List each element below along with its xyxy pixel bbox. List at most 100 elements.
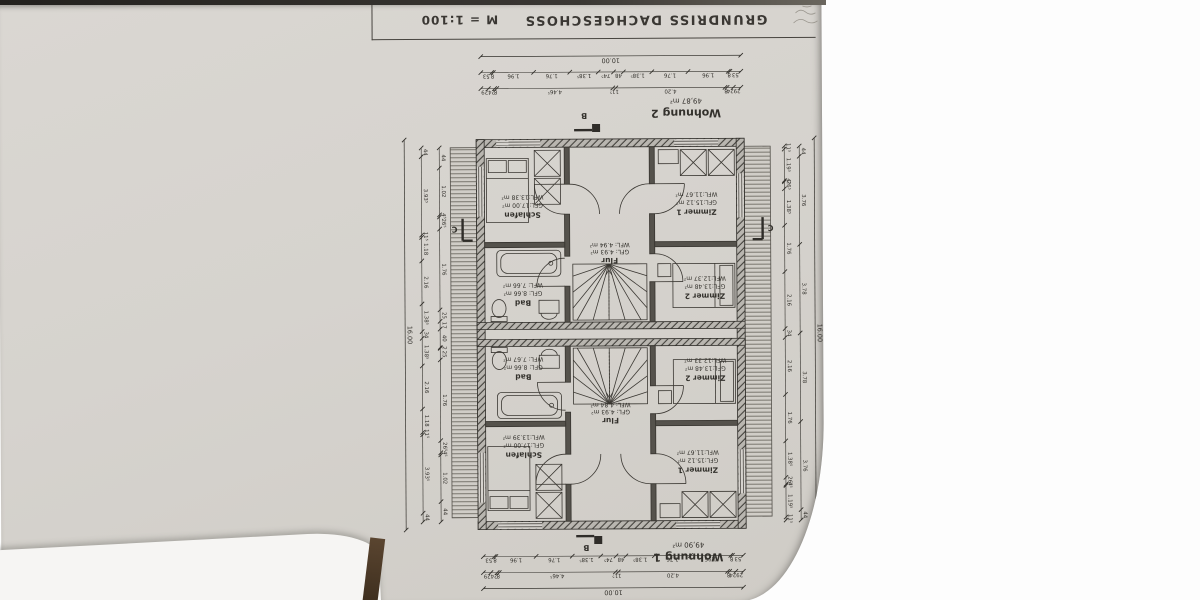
dim-tick [783, 481, 789, 487]
room-gfl: GFL: 8.66 m² [503, 289, 543, 296]
dim-label: 1.76 [785, 242, 791, 255]
dim-label: 29 [483, 573, 490, 579]
dim-tick [740, 552, 746, 558]
dim-label: 1.38⁵ [579, 556, 593, 563]
dim-label: 44 [440, 154, 446, 161]
dim-tick [783, 514, 789, 520]
room-gfl: GFL:17.00 m² [503, 441, 544, 448]
dim-label: 11⁵ [422, 232, 429, 241]
dim-label: 44 [424, 514, 430, 521]
dim-tick [437, 345, 443, 351]
section-marker-c-right: C [452, 225, 458, 234]
dim-label: 29 [736, 571, 743, 577]
dim-label: 1.76 [663, 72, 676, 78]
room-label: Zimmer 1 [678, 465, 718, 474]
dim-tick [729, 552, 735, 558]
dim-label: 1.96 [509, 556, 522, 562]
dim-total-label: 16.00 [816, 324, 824, 342]
dim-tick [419, 258, 425, 264]
dim-tick [418, 145, 424, 151]
apartment-2-room-labels: Zimmer 1 GFL:15.12 m² WFL:11.67 m² Zimme… [501, 190, 726, 307]
dim-tick [598, 553, 604, 559]
dim-label: 8 [496, 573, 500, 579]
dim-tick [611, 69, 617, 75]
dim-label: 4.46⁵ [548, 88, 562, 95]
dim-line [480, 70, 741, 73]
dim-tick [531, 69, 537, 75]
dim-label: 53 [734, 555, 741, 561]
room-wfl: WFL:13.39 m² [502, 433, 545, 440]
dim-label: 1.96 [704, 555, 717, 561]
dim-tick [783, 474, 789, 480]
dim-tick [781, 178, 787, 184]
plan-paper-sheet: B B C C Wohnung 1 49,90 m² Wohnung 2 49,… [0, 0, 825, 600]
dim-tick [782, 391, 788, 397]
room-gfl: GFL:15.12 m² [677, 456, 718, 463]
dim-label: 29 [733, 87, 740, 93]
dim-label: 11⁵ [423, 429, 430, 438]
dim-tick [610, 85, 616, 91]
dim-tick [782, 222, 788, 228]
dim-label: 48 [617, 556, 624, 562]
table-edge [0, 0, 826, 5]
dim-tick [740, 568, 746, 574]
dim-label: 3.76 [801, 460, 807, 473]
dim-tick [722, 84, 728, 90]
dim-label: 53 [485, 557, 492, 563]
roof-eave-band-left [743, 145, 773, 517]
dim-label: 4.20 [664, 88, 677, 94]
dim-label: 1.19⁵ [787, 494, 794, 508]
apartment-2-name: Wohnung 2 [651, 106, 721, 119]
dim-tick [488, 570, 494, 576]
dim-label: 44 [422, 149, 428, 156]
dim-label: 1.76 [786, 412, 792, 425]
dim-tick [437, 214, 443, 220]
dim-label: 2.16 [785, 294, 791, 307]
dim-tick [725, 568, 731, 574]
apartment-1-name: Wohnung 1 [653, 550, 723, 563]
dim-tick [438, 438, 444, 444]
dim-label: 1.38⁵ [631, 72, 645, 79]
dim-label: 8 [490, 73, 494, 79]
title-block: GRUNDRISS DACHGESCHOSS M = 1:100 [371, 0, 816, 41]
dim-tick [738, 68, 744, 74]
apartment-1-room-labels: Zimmer 1 GFL:15.12 m² WFL:11.67 m² Zimme… [502, 355, 726, 474]
dim-tick [419, 234, 425, 240]
dim-label: 4⁵ [440, 213, 447, 219]
dim-tick [649, 69, 655, 75]
dim-line [483, 554, 744, 557]
dim-label: 24 [488, 89, 495, 95]
room-wfl: WFL: 7.67 m² [503, 355, 544, 362]
dim-label: 74⁵ [601, 72, 610, 79]
dim-tick [623, 553, 629, 559]
dim-total-label: 16.00 [406, 326, 414, 344]
dim-tick [724, 84, 730, 90]
dim-label: 2.16 [786, 360, 792, 373]
room-label: Bad [515, 372, 531, 381]
dim-tick [685, 69, 691, 75]
dim-tick [727, 568, 733, 574]
dim-tick [730, 84, 736, 90]
room-wfl: WFL:13.38 m² [501, 193, 544, 200]
dim-tick [728, 552, 734, 558]
dim-line [783, 146, 787, 521]
dim-tick [490, 70, 496, 76]
roof-eave-band-right [449, 147, 479, 519]
dim-label: 1.76 [666, 556, 679, 562]
dim-tick [496, 570, 502, 576]
dim-tick [733, 568, 739, 574]
dim-tick [489, 70, 495, 76]
apartment-1-area: 49,90 m² [672, 540, 704, 548]
room-wfl: WFL: 4.84 m² [590, 401, 631, 408]
dim-tick [437, 307, 443, 313]
dim-tick [493, 554, 499, 560]
dim-label: 1.76 [441, 394, 447, 407]
dim-label: 8 [729, 555, 733, 561]
dim-label: 53 [483, 73, 490, 79]
dim-label: 11⁵ [612, 572, 621, 579]
dim-tick [418, 154, 424, 160]
dim-tick [727, 68, 733, 74]
dim-total-line [813, 137, 817, 528]
dim-tick [783, 438, 789, 444]
dim-tick [797, 330, 803, 336]
